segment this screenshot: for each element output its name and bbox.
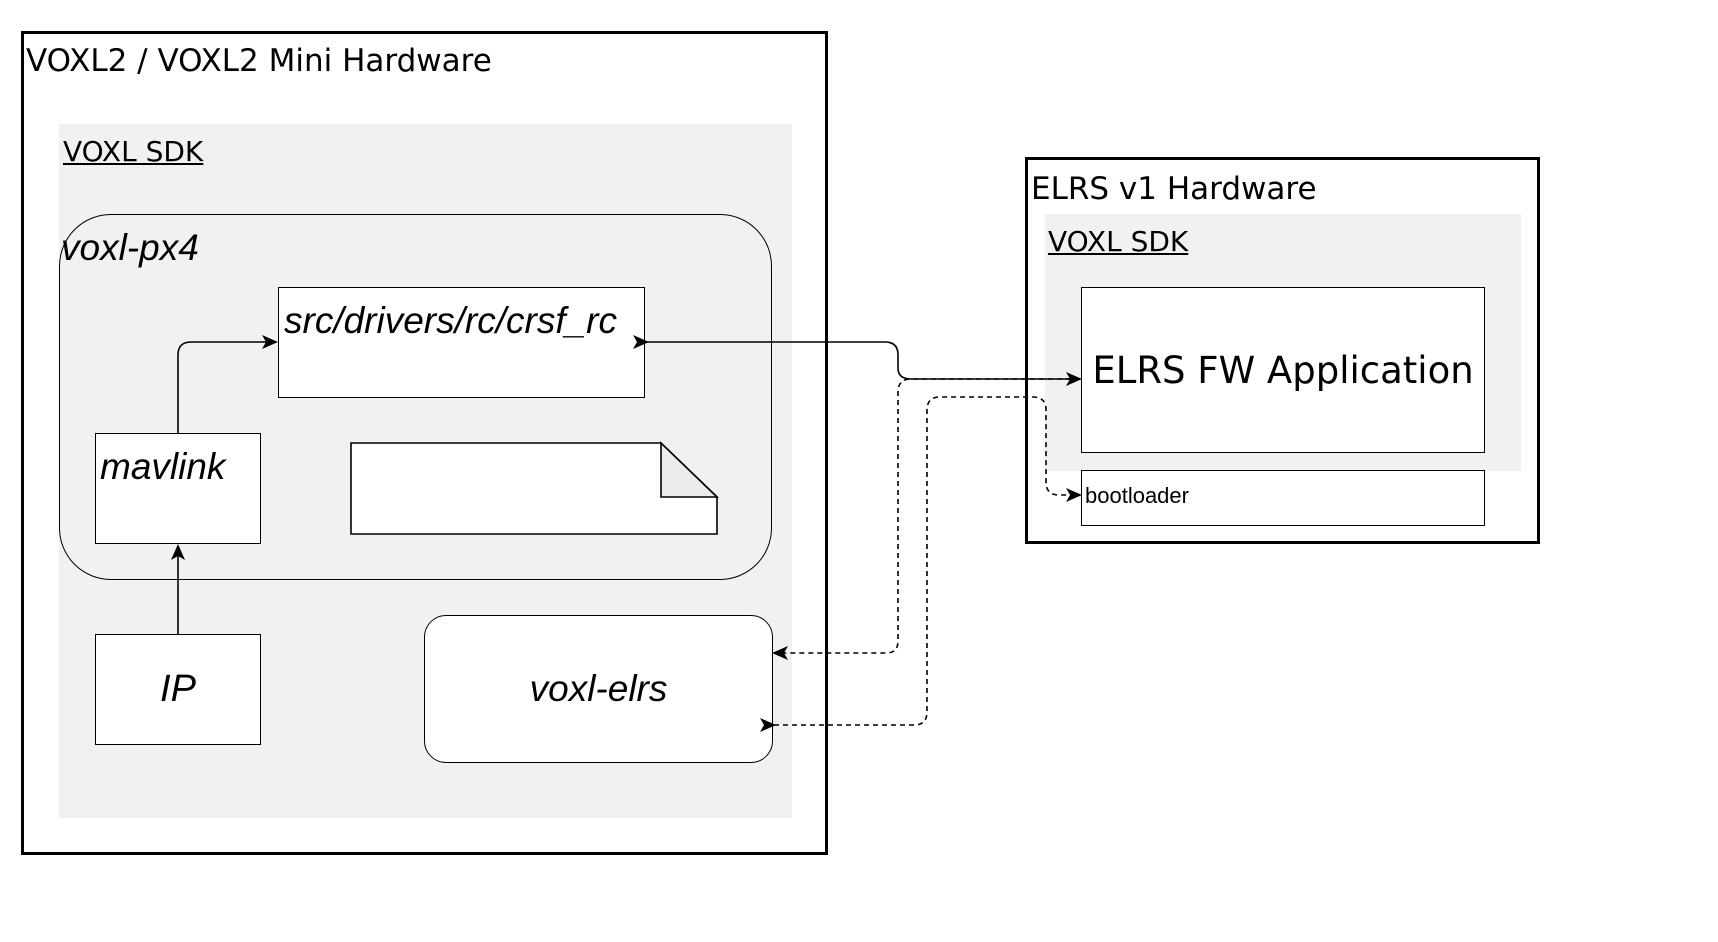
elrs-sdk-label: VOXL SDK <box>1048 225 1189 258</box>
voxl-elrs-box: voxl-elrs <box>424 615 773 763</box>
mavlink-box <box>95 433 261 544</box>
mavlink-label: mavlink <box>100 446 226 487</box>
voxl2-sdk-label: VOXL SDK <box>63 135 204 168</box>
voxl-px4-container <box>59 214 772 580</box>
crsf-rc-driver-box <box>278 287 645 398</box>
bootloader-label: bootloader <box>1085 483 1189 508</box>
elrs-fw-application-box: ELRS FW Application <box>1081 287 1485 453</box>
voxl-px4-title: voxl-px4 <box>61 227 199 268</box>
ip-box: IP <box>95 634 261 745</box>
config-note-setting: RC=CRSF_RAW <box>354 483 529 509</box>
voxl2-hardware-title: VOXL2 / VOXL2 Mini Hardware <box>26 43 492 79</box>
elrs-hardware-title: ELRS v1 Hardware <box>1031 171 1317 207</box>
config-note-path: /etc/modalai/voxl-px4.conf <box>354 455 620 481</box>
crsf-rc-driver-label: src/drivers/rc/crsf_rc <box>284 300 617 341</box>
